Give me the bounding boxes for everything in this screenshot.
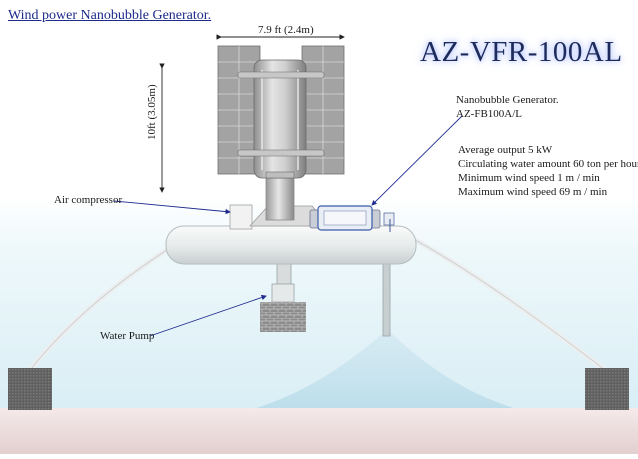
- nanobubble-generator-pointer: [371, 115, 463, 206]
- nanobubble-model-label: AZ-FB100A/L: [456, 108, 522, 120]
- air-compressor-pointer: [113, 200, 231, 215]
- water-pump: [260, 302, 306, 332]
- spec-line: Average output 5 kW: [458, 144, 553, 156]
- water-pump-pointer: [149, 294, 267, 337]
- spec-line: Maximum wind speed 69 m / min: [458, 186, 608, 198]
- pump-shaft: [276, 263, 292, 287]
- model-number: AZ-VFR-100AL: [420, 36, 623, 68]
- outlet-pipe: [382, 255, 391, 337]
- anchor-block-right: [585, 368, 629, 410]
- height-dimension-label: 10ft (3.05m): [146, 84, 158, 140]
- nanobubble-generator-label: Nanobubble Generator.: [456, 94, 559, 106]
- water-pump-label: Water Pump: [100, 330, 155, 342]
- air-compressor-label: Air compressor: [54, 194, 123, 206]
- width-dimension-label: 7.9 ft (2.4m): [258, 24, 314, 36]
- air-compressor-box: [229, 204, 253, 230]
- spec-line: Minimum wind speed 1 m / min: [458, 172, 600, 184]
- bubble-plume: [250, 332, 520, 410]
- diagram-title: Wind power Nanobubble Generator.: [8, 8, 212, 23]
- float-platform: [165, 225, 417, 265]
- turbine-rotor: [217, 45, 345, 179]
- sea-floor: [0, 408, 638, 454]
- anchor-block-left: [8, 368, 52, 410]
- spec-line: Circulating water amount 60 ton per hour: [458, 158, 638, 170]
- turbine-mast: [265, 175, 295, 221]
